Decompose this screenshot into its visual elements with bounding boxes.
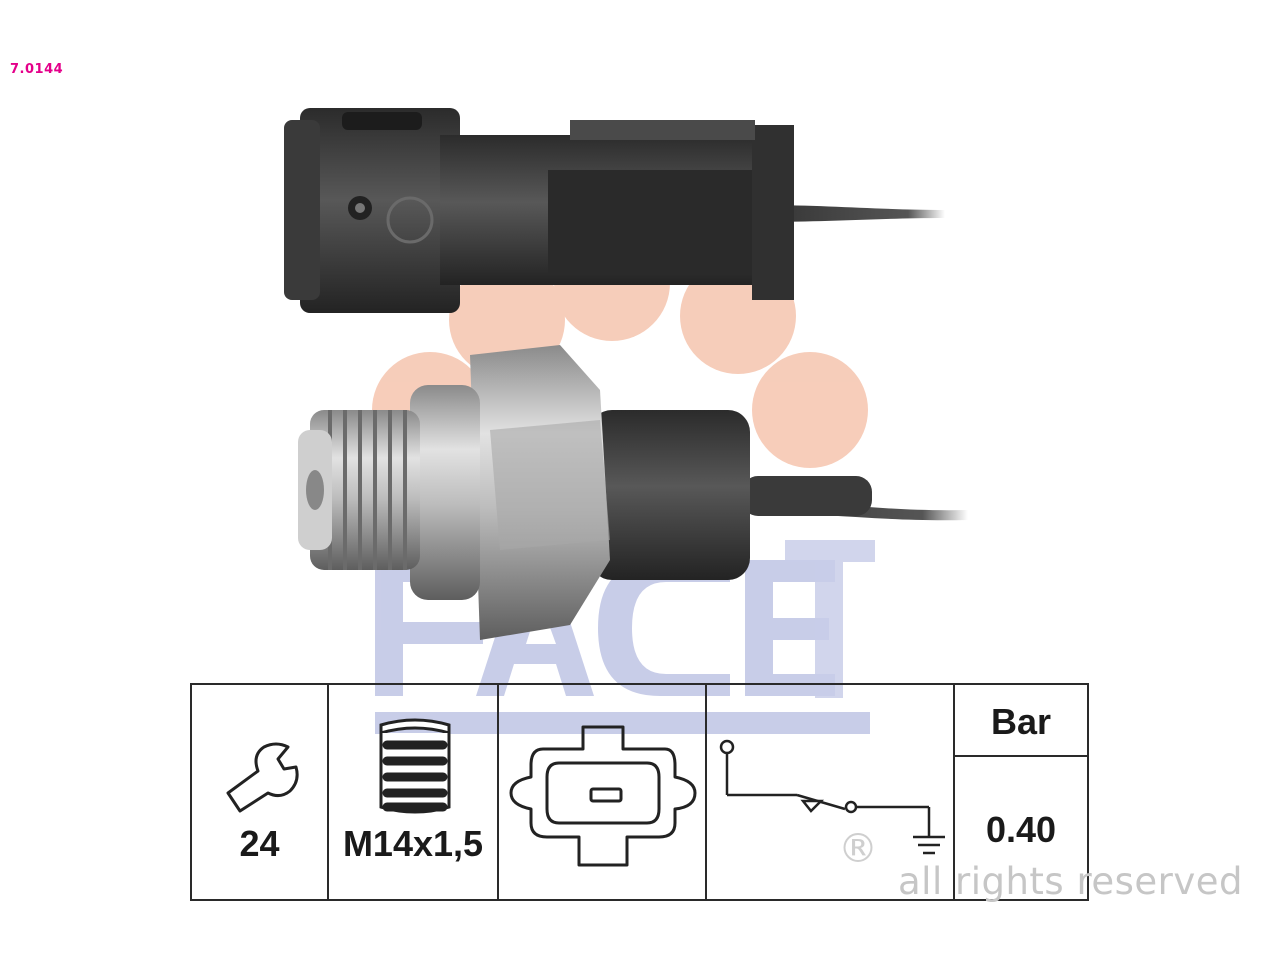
- pressure-value: 0.40: [985, 809, 1057, 850]
- rights-reserved-watermark: all rights reserved: [898, 860, 1244, 903]
- pressure-switch-photo: [298, 345, 968, 640]
- spec-cell-connector: [499, 685, 707, 899]
- wrench-size-value: 24: [239, 823, 280, 864]
- product-code: 7.0144: [10, 62, 64, 77]
- spec-cell-pressure: Bar 0.40: [955, 685, 1087, 899]
- thread-bolt-icon: [379, 718, 451, 814]
- spec-table: 24 M14x1,5: [190, 683, 1089, 901]
- pressure-unit-label: Bar: [990, 701, 1052, 742]
- pressure-unit-header: Bar: [955, 685, 1087, 757]
- spec-cell-circuit: [707, 685, 955, 899]
- thread-size-value: M14x1,5: [342, 823, 484, 864]
- spec-cell-thread: M14x1,5: [329, 685, 499, 899]
- connector-plug-photo: [284, 108, 945, 313]
- spec-cell-wrench: 24: [192, 685, 329, 899]
- switch-circuit-icon: [719, 739, 945, 855]
- wrench-icon: [226, 742, 299, 813]
- registered-mark: ®: [838, 826, 878, 872]
- connector-plug-icon: [509, 725, 697, 867]
